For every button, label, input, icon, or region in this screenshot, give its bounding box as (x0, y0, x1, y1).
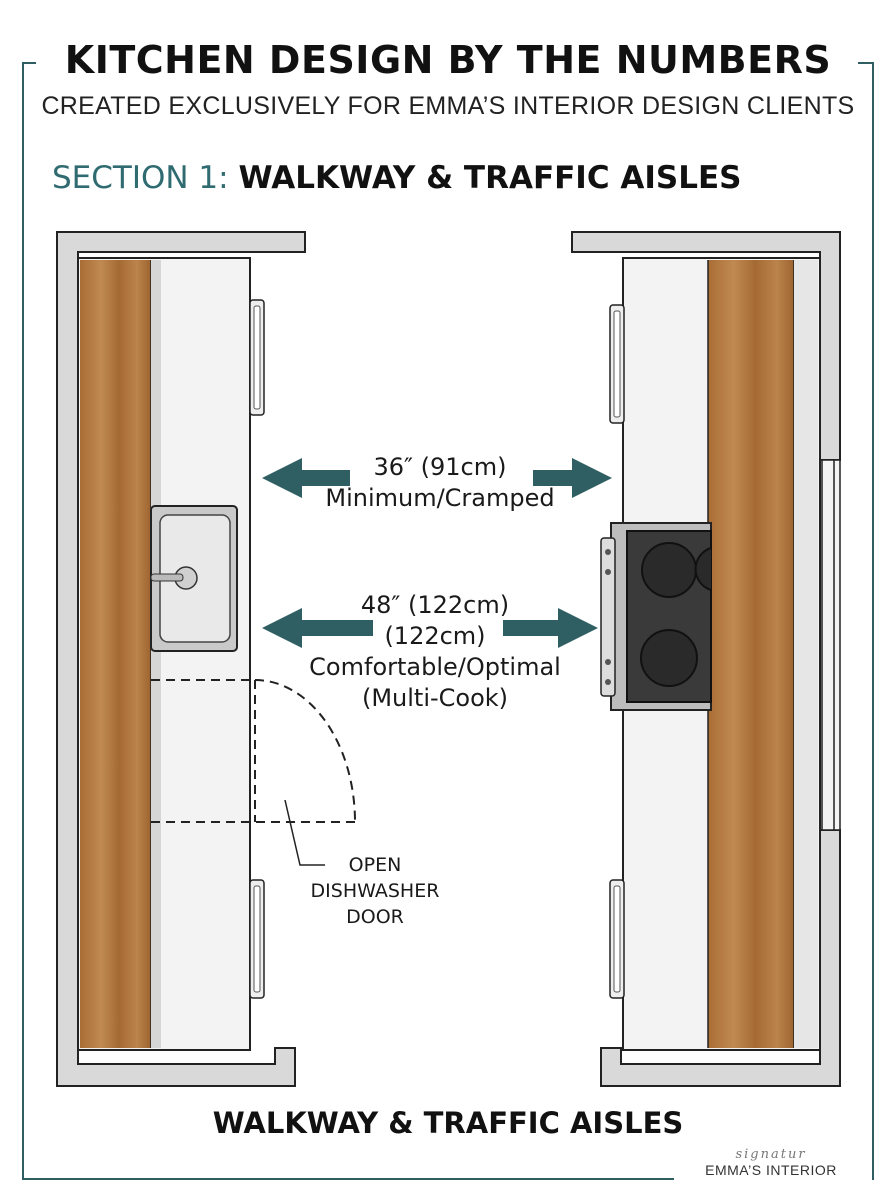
dishwasher-callout: OPEN DISHWASHER DOOR (300, 852, 450, 930)
dimension-36-description: Minimum/Cramped (325, 484, 555, 512)
callout-line-3: DOOR (346, 906, 404, 928)
frame-top-right (858, 62, 874, 64)
dimension-36-value: 36″ (91cm) (373, 453, 507, 481)
cooktop (600, 522, 712, 711)
dimension-label-36: 36″ (91cm) Minimum/Cramped (300, 452, 580, 514)
dimension-48-value: 48″ (122cm) (360, 591, 510, 619)
callout-line-2: DISHWASHER (310, 880, 440, 902)
dimension-arrow-48 (262, 608, 598, 648)
left-counter-run (56, 231, 356, 1087)
frame-top-left (22, 62, 36, 64)
open-dishwasher-door (151, 679, 356, 823)
page-title: KITCHEN DESIGN BY THE NUMBERS (64, 38, 832, 82)
frame-left (22, 62, 24, 1180)
callout-line-1: OPEN (348, 854, 402, 876)
callout-leader (284, 799, 325, 866)
frame-bottom-left (22, 1178, 674, 1180)
signature-logo: signatur EMMA’S INTERIOR (676, 1147, 866, 1179)
right-counter-run (571, 231, 841, 1087)
right-wood-panel (708, 260, 794, 1048)
left-wood-panel (80, 260, 151, 1048)
section-heading: SECTION 1: WALKWAY & TRAFFIC AISLES (52, 160, 741, 196)
section-number: SECTION 1: (52, 160, 229, 196)
left-wall (56, 231, 306, 1087)
sink (150, 505, 238, 652)
frame-right (872, 62, 874, 1180)
section-name: WALKWAY & TRAFFIC AISLES (238, 160, 742, 196)
signature-script: signatur (735, 1147, 807, 1162)
dimension-48-description: Comfortable/Optimal (309, 653, 561, 681)
diagram-caption: WALKWAY & TRAFFIC AISLES (212, 1106, 684, 1140)
dimension-label-48: 48″ (122cm) (122cm) Comfortable/Optimal … (290, 590, 580, 714)
page-subtitle: CREATED EXCLUSIVELY FOR EMMA’S INTERIOR … (41, 92, 855, 120)
signature-brand: EMMA’S INTERIOR (705, 1162, 837, 1178)
dimension-arrow-36 (262, 458, 612, 498)
dimension-48-metric: (122cm) (384, 622, 486, 650)
dimension-48-note: (Multi-Cook) (361, 684, 509, 712)
